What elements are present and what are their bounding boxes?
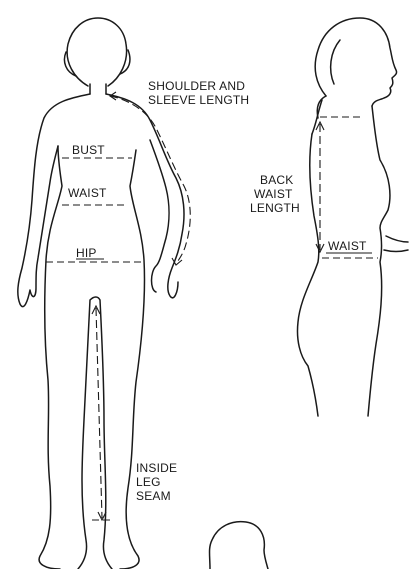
label-back-line3: LENGTH [250,201,300,215]
front-neck [90,84,106,94]
front-left-arm [18,94,90,307]
label-leg-line1: INSIDE [136,461,177,475]
label-waist-front: WAIST [68,186,107,200]
label-shoulder-line2: SLEEVE LENGTH [148,93,249,107]
label-leg-line3: SEAM [136,489,171,503]
label-waist-side: WAIST [328,239,367,253]
label-leg-line2: LEG [136,475,161,489]
label-bust: BUST [72,143,105,157]
front-inner-legs [78,297,112,569]
side-front [368,106,390,416]
front-left-body [39,146,62,569]
label-hip: HIP [76,246,97,260]
side-figure [297,18,408,416]
side-head [315,18,396,106]
label-back-line2: WAIST [254,187,293,201]
partial-head-bottom [210,522,269,569]
label-back-line1: BACK [260,173,293,187]
side-arm [384,236,408,252]
front-right-body [120,150,145,569]
side-back [297,134,318,416]
label-shoulder-line1: SHOULDER AND [148,79,245,93]
